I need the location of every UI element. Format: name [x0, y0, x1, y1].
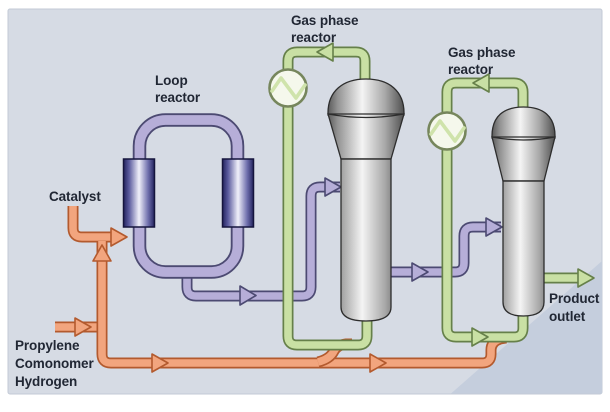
label-feed-propylene: Propylene [15, 338, 80, 353]
loop-reactor [122, 113, 255, 279]
flow-arrows-green [316, 42, 595, 347]
flow-arrow [411, 262, 429, 282]
flow-arrows-purple [239, 177, 503, 306]
flow-arrow [74, 317, 92, 337]
label-loop-reactor: Loop [155, 73, 188, 88]
flow-arrow [369, 353, 387, 373]
diagram-labels: Gas phase reactor Gas phase reactor Loop… [15, 13, 600, 389]
gas-recycle-loop-2 [441, 77, 529, 343]
heat-exchanger-1-symbol [268, 68, 308, 108]
flow-arrow [92, 244, 112, 262]
flow-arrow [324, 177, 342, 197]
flow-arrow [110, 227, 128, 247]
polymer-transfer-pipe-loop-to-gpr1 [181, 181, 340, 302]
flow-arrows-orange [74, 227, 387, 373]
label-gas-phase-reactor-1: Gas phase [291, 13, 359, 28]
label-gas-phase-reactor-2: reactor [448, 62, 494, 77]
label-catalyst: Catalyst [49, 189, 101, 204]
gas-phase-reactor-vessel-1 [327, 78, 405, 322]
gas-phase-reactor-vessel-2 [491, 106, 556, 317]
catalyst-feed-pipe [67, 206, 114, 243]
loop-reactor-cylinder-right [221, 158, 255, 228]
label-product-outlet: Product [549, 291, 600, 306]
heat-exchanger-zigzag-icon [429, 119, 466, 143]
polymer-transfer-pipe-gpr1-to-gpr2 [391, 221, 501, 278]
heat-exchanger-2-symbol [427, 111, 467, 151]
flow-arrow [471, 327, 489, 347]
label-feed-hydrogen: Hydrogen [15, 374, 77, 389]
flow-arrow [239, 285, 257, 306]
flow-arrow [577, 268, 595, 288]
flow-arrow [151, 353, 169, 373]
heat-exchanger-zigzag-icon [270, 76, 307, 100]
flow-arrow [472, 73, 490, 93]
label-gas-phase-reactor-2: Gas phase [448, 45, 516, 60]
diagram-panel [7, 8, 603, 395]
label-product-outlet: outlet [549, 309, 586, 324]
gas-recycle-loop-1 [282, 46, 373, 351]
flow-arrow [485, 217, 503, 237]
label-gas-phase-reactor-1: reactor [291, 30, 337, 45]
loop-reactor-cylinder-left [122, 158, 156, 228]
label-loop-reactor: reactor [155, 90, 201, 105]
label-feed-comonomer: Comonomer [15, 356, 94, 371]
flow-arrow [316, 42, 334, 62]
